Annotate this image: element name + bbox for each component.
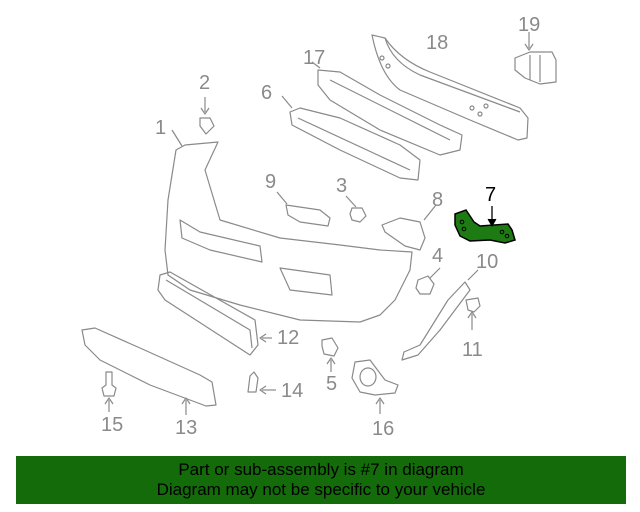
part-6-absorber xyxy=(281,95,421,181)
banner-line-1: Part or sub-assembly is #7 in diagram xyxy=(178,460,464,479)
banner-line-2: Diagram may not be specific to your vehi… xyxy=(156,480,486,499)
callout-3[interactable]: 3 xyxy=(336,175,348,197)
part-3-clip xyxy=(345,195,367,223)
callout-7-highlighted[interactable]: 7 xyxy=(485,184,497,206)
part-14-clip xyxy=(247,371,276,395)
callout-8[interactable]: 8 xyxy=(432,189,444,211)
part-9-bracket xyxy=(276,191,331,227)
part-13-cover xyxy=(81,327,217,415)
part-16-fog-cover xyxy=(351,359,399,414)
callout-11[interactable]: 11 xyxy=(462,339,483,361)
part-7-highlighted-bracket xyxy=(454,206,516,244)
callout-2[interactable]: 2 xyxy=(199,72,211,94)
callout-13[interactable]: 13 xyxy=(175,417,198,439)
callout-15[interactable]: 15 xyxy=(101,414,124,436)
parts-diagram: 1 2 3 4 5 6 7 8 9 10 11 12 13 14 15 16 1… xyxy=(81,14,557,440)
callout-12[interactable]: 12 xyxy=(277,327,300,349)
part-1-bumper-cover xyxy=(164,129,413,323)
callout-10[interactable]: 10 xyxy=(476,251,499,273)
part-8-bracket xyxy=(381,204,437,251)
diagram-drawing xyxy=(81,32,557,415)
info-banner: Part or sub-assembly is #7 in diagram Di… xyxy=(16,456,626,504)
part-12-grille xyxy=(157,271,272,356)
part-17-absorber xyxy=(311,61,463,156)
part-10-garnish xyxy=(401,269,479,361)
callout-19[interactable]: 19 xyxy=(518,14,541,36)
callout-16[interactable]: 16 xyxy=(372,418,395,440)
part-5-clip xyxy=(321,337,339,372)
callout-1[interactable]: 1 xyxy=(155,117,167,139)
part-15-bolt xyxy=(101,371,117,412)
callout-5[interactable]: 5 xyxy=(326,373,338,395)
part-19-bracket xyxy=(514,32,557,85)
callout-14[interactable]: 14 xyxy=(281,380,304,402)
callout-9[interactable]: 9 xyxy=(265,171,277,193)
part-4-clip xyxy=(415,267,441,295)
callout-17[interactable]: 17 xyxy=(303,47,326,69)
callout-6[interactable]: 6 xyxy=(261,82,273,104)
callout-4[interactable]: 4 xyxy=(432,245,444,267)
part-2-clip xyxy=(199,97,215,135)
part-11-clip xyxy=(465,297,481,330)
part-18-reinforcement xyxy=(371,34,529,141)
callout-18[interactable]: 18 xyxy=(426,32,449,54)
